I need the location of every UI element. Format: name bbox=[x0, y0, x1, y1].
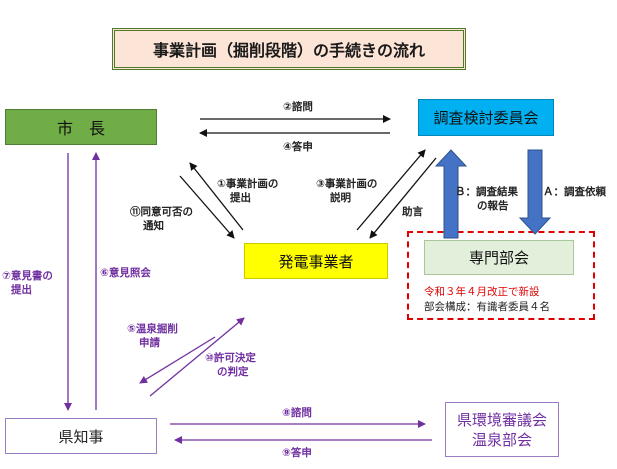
node-operator: 発電事業者 bbox=[244, 243, 388, 279]
node-expert-label: 専門部会 bbox=[468, 249, 529, 267]
expert-group-frame bbox=[407, 231, 595, 320]
node-operator-label: 発電事業者 bbox=[278, 252, 354, 271]
node-council-line1: 県環境審議会 bbox=[456, 410, 547, 429]
label-inquiry-8: ⑧諮問 bbox=[282, 407, 312, 419]
node-committee-label: 調査検討委員会 bbox=[433, 109, 539, 127]
label-opinion-query-6: ⑥意見照会 bbox=[100, 267, 151, 279]
node-council-line2: 温泉部会 bbox=[471, 430, 532, 449]
label-report-b-b: の報告 bbox=[477, 200, 509, 212]
label-permit-decision-10b: の判定 bbox=[217, 366, 249, 378]
expert-note-members: 部会構成：有識者委員４名 bbox=[424, 301, 550, 313]
arrow-consent-notify-11 bbox=[179, 175, 235, 239]
label-reply-9: ⑨答申 bbox=[282, 447, 312, 459]
node-committee: 調査検討委員会 bbox=[418, 99, 554, 136]
label-plan-submit-1b: 提出 bbox=[230, 192, 251, 204]
expert-note-new: 令和３年４月改正で新設 bbox=[424, 286, 540, 298]
label-inquiry-2: ②諮問 bbox=[283, 101, 313, 113]
arrow-plan-submit-1 bbox=[189, 162, 244, 231]
arrow-request-a bbox=[518, 149, 552, 235]
label-consent-notify-11a: ⑪同意可否の bbox=[130, 206, 193, 218]
arrow-permit-decision-10 bbox=[149, 317, 245, 397]
label-plan-explain-3a: ③事業計画の bbox=[316, 178, 378, 190]
diagram-title-text: 事業計画（掘削段階）の手続きの流れ bbox=[152, 41, 425, 60]
label-opinion-submit-7b: 提出 bbox=[11, 284, 32, 296]
node-governor: 県知事 bbox=[5, 418, 157, 454]
diagram-title: 事業計画（掘削段階）の手続きの流れ bbox=[112, 28, 466, 70]
node-mayor: 市 長 bbox=[5, 109, 157, 145]
label-consent-notify-11b: 通知 bbox=[143, 220, 164, 232]
node-mayor-label: 市 長 bbox=[56, 119, 105, 138]
label-drilling-apply-5a: ⑤温泉掘削 bbox=[127, 323, 178, 335]
label-reply-4: ④答申 bbox=[283, 141, 313, 153]
label-opinion-submit-7a: ⑦意見書の bbox=[2, 270, 53, 282]
label-drilling-apply-5b: 申請 bbox=[139, 337, 160, 349]
label-request-a: Ａ：調査依頼 bbox=[543, 186, 606, 198]
label-plan-submit-1a: ①事業計画の bbox=[217, 178, 279, 190]
label-report-b-a: Ｂ：調査結果 bbox=[455, 186, 518, 198]
arrow-plan-explain-3 bbox=[356, 149, 426, 231]
node-governor-label: 県知事 bbox=[58, 427, 104, 446]
arrow-drilling-apply-5 bbox=[139, 336, 216, 384]
label-advice: 助言 bbox=[402, 206, 423, 218]
arrow-advice bbox=[369, 157, 437, 239]
node-council: 県環境審議会 温泉部会 bbox=[445, 402, 559, 457]
label-permit-decision-10a: ⑩許可決定 bbox=[205, 352, 256, 364]
label-plan-explain-3b: 説明 bbox=[330, 192, 351, 204]
arrow-report-b bbox=[434, 149, 468, 239]
node-expert: 専門部会 bbox=[424, 240, 574, 275]
